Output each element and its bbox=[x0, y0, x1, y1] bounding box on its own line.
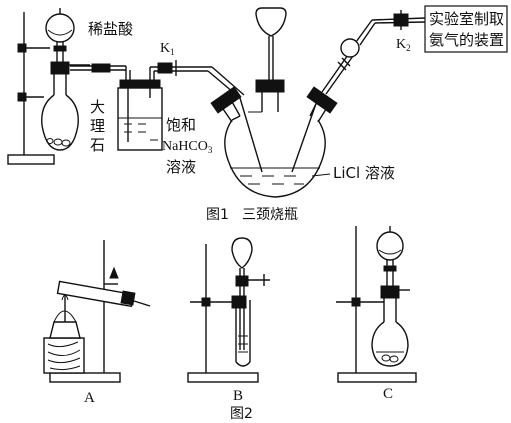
figure1-caption-number: 图1 bbox=[206, 207, 229, 223]
tube-flask-to-bottle bbox=[70, 63, 131, 80]
label-nahco3-solution: 溶液 bbox=[166, 158, 196, 176]
ammonia-inlet-tube bbox=[321, 10, 426, 95]
apparatus-c bbox=[336, 226, 417, 383]
label-dilute-hcl: 稀盐酸 bbox=[88, 20, 133, 38]
licl-leader-line bbox=[311, 173, 331, 177]
figure1-caption-text: 三颈烧瓶 bbox=[242, 207, 298, 223]
ammonia-box-line2: 氨气的装置 bbox=[429, 31, 504, 49]
flask-marble bbox=[41, 61, 90, 151]
label-marble-3: 石 bbox=[90, 136, 105, 154]
middle-funnel bbox=[255, 7, 287, 80]
label-k2: K2 bbox=[396, 37, 411, 53]
label-marble-1: 大 bbox=[90, 98, 105, 116]
label-saturated: 饱和 bbox=[166, 116, 196, 134]
ammonia-source-box bbox=[424, 5, 508, 53]
apparatus-b bbox=[187, 237, 270, 383]
label-c: C bbox=[383, 386, 393, 402]
label-a: A bbox=[84, 390, 95, 406]
label-k1: K1 bbox=[160, 41, 175, 57]
label-nahco3: NaHCO3 bbox=[162, 139, 213, 155]
separatory-funnel-hcl bbox=[45, 8, 75, 62]
tube-bottle-to-flask bbox=[149, 60, 245, 99]
apparatus-a bbox=[43, 240, 151, 383]
ammonia-box-line1: 实验室制取 bbox=[429, 10, 504, 28]
label-marble-2: 理 bbox=[90, 117, 105, 135]
three-neck-flask bbox=[210, 79, 338, 198]
label-b: B bbox=[233, 388, 243, 404]
figure2-caption: 图2 bbox=[230, 406, 253, 422]
retort-stand-left bbox=[7, 12, 55, 165]
label-licl-solution: LiCl 溶液 bbox=[333, 164, 395, 182]
washing-bottle-nahco3 bbox=[117, 79, 163, 151]
